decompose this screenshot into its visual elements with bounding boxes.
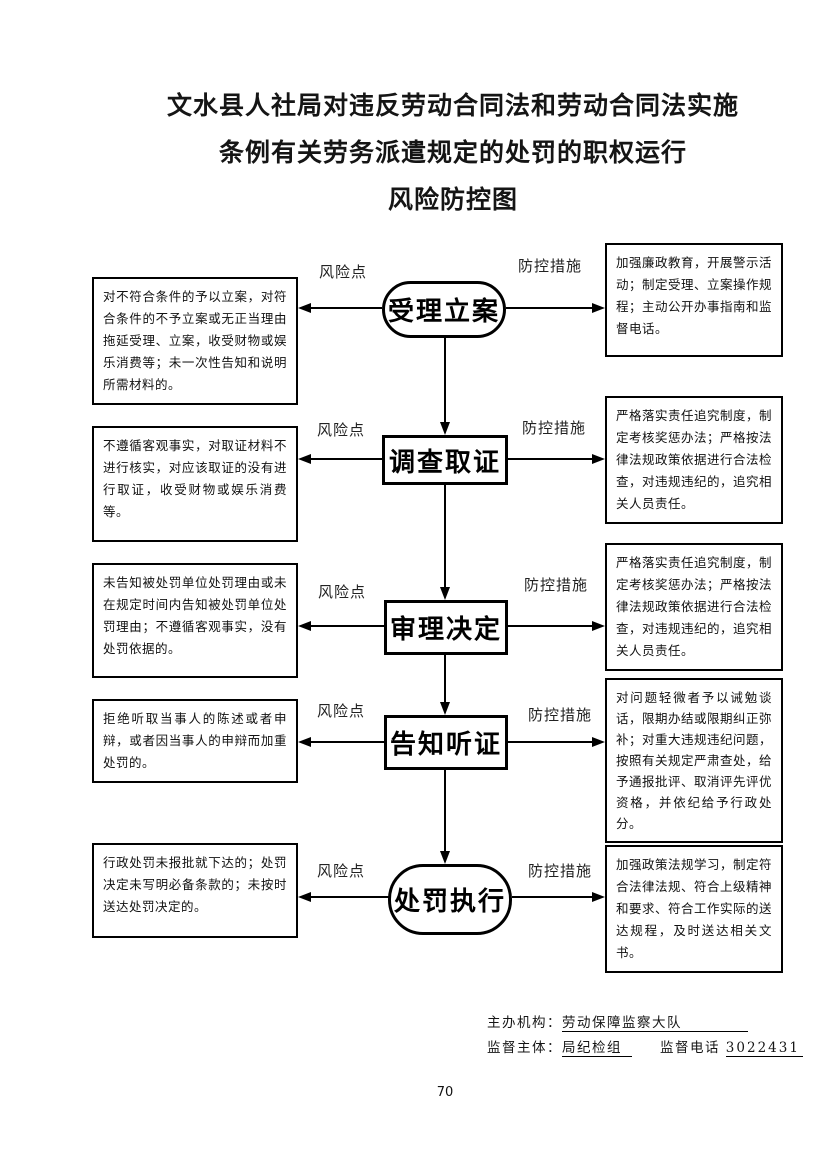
measure-arrow-line-4 bbox=[508, 741, 592, 743]
arrowhead-left-1 bbox=[298, 303, 311, 313]
arrowhead-right-2 bbox=[592, 454, 605, 464]
risk-arrow-line-2 bbox=[311, 458, 382, 460]
arrowhead-down-3 bbox=[440, 702, 450, 715]
supervisor-label: 监督主体： bbox=[487, 1040, 562, 1056]
flow-connector-3 bbox=[444, 655, 446, 702]
risk-point-label-2: 风险点 bbox=[317, 421, 366, 439]
measure-label-3: 防控措施 bbox=[524, 576, 589, 594]
phone-label: 监督电话 bbox=[660, 1040, 720, 1056]
stage-node-3: 审理决定 bbox=[384, 600, 508, 655]
risk-point-label-5: 风险点 bbox=[317, 862, 366, 880]
arrowhead-right-3 bbox=[592, 621, 605, 631]
stage-node-5: 处罚执行 bbox=[388, 864, 512, 935]
arrowhead-left-3 bbox=[298, 621, 311, 631]
measure-arrow-line-5 bbox=[512, 896, 592, 898]
page-title: 文水县人社局对违反劳动合同法和劳动合同法实施 条例有关劳务派遣规定的处罚的职权运… bbox=[88, 82, 818, 223]
risk-box-3: 未告知被处罚单位处罚理由或未在规定时间内告知被处罚单位处罚理由；不遵循客观事实，… bbox=[92, 563, 298, 678]
arrowhead-left-4 bbox=[298, 737, 311, 747]
stage-node-1: 受理立案 bbox=[382, 281, 506, 338]
risk-point-label-1: 风险点 bbox=[319, 263, 368, 281]
footer-organizer-line: 主办机构：劳动保障监察大队 bbox=[487, 1011, 803, 1036]
risk-point-label-3: 风险点 bbox=[318, 583, 367, 601]
measure-label-5: 防控措施 bbox=[528, 862, 593, 880]
arrowhead-left-5 bbox=[298, 892, 311, 902]
arrowhead-right-4 bbox=[592, 737, 605, 747]
measure-box-3: 严格落实责任追究制度，制定考核奖惩办法；严格按法律法规政策依据进行合法检查，对违… bbox=[605, 543, 783, 671]
footer: 主办机构：劳动保障监察大队 监督主体：局纪检组 监督电话 3022431 bbox=[487, 1011, 803, 1061]
risk-box-1: 对不符合条件的予以立案，对符合条件的不予立案或无正当理由拖延受理、立案，收受财物… bbox=[92, 277, 298, 405]
risk-point-label-4: 风险点 bbox=[317, 702, 366, 720]
measure-label-2: 防控措施 bbox=[522, 419, 587, 437]
organizer-value: 劳动保障监察大队 bbox=[562, 1015, 748, 1032]
stage-node-4: 告知听证 bbox=[384, 715, 508, 770]
organizer-label: 主办机构： bbox=[487, 1015, 562, 1031]
title-line-3: 风险防控图 bbox=[387, 185, 518, 214]
flow-connector-1 bbox=[444, 338, 446, 422]
measure-label-4: 防控措施 bbox=[528, 706, 593, 724]
measure-arrow-line-1 bbox=[506, 307, 592, 309]
risk-arrow-line-1 bbox=[311, 307, 382, 309]
measure-box-1: 加强廉政教育，开展警示活动；制定受理、立案操作规程；主动公开办事指南和监督电话。 bbox=[605, 243, 783, 357]
arrowhead-right-1 bbox=[592, 303, 605, 313]
risk-arrow-line-4 bbox=[311, 741, 384, 743]
risk-arrow-line-3 bbox=[311, 625, 384, 627]
risk-box-4: 拒绝听取当事人的陈述或者申辩，或者因当事人的申辩而加重处罚的。 bbox=[92, 699, 298, 783]
page-number: 70 bbox=[436, 1085, 454, 1100]
measure-box-2: 严格落实责任追究制度，制定考核奖惩办法；严格按法律法规政策依据进行合法检查，对违… bbox=[605, 396, 783, 524]
measure-arrow-line-3 bbox=[508, 625, 592, 627]
arrowhead-down-1 bbox=[440, 422, 450, 435]
footer-supervisor-line: 监督主体：局纪检组 监督电话 3022431 bbox=[487, 1036, 803, 1061]
measure-box-5: 加强政策法规学习，制定符合法律法规、符合上级精神和要求、符合工作实际的送达规程，… bbox=[605, 845, 783, 973]
arrowhead-right-5 bbox=[592, 892, 605, 902]
supervisor-value: 局纪检组 bbox=[562, 1040, 632, 1057]
stage-node-2: 调查取证 bbox=[382, 435, 508, 485]
measure-label-1: 防控措施 bbox=[518, 257, 583, 275]
risk-box-5: 行政处罚未报批就下达的；处罚决定未写明必备条款的；未按时送达处罚决定的。 bbox=[92, 843, 298, 938]
arrowhead-left-2 bbox=[298, 454, 311, 464]
flow-connector-4 bbox=[444, 770, 446, 851]
risk-arrow-line-5 bbox=[311, 896, 389, 898]
risk-box-2: 不遵循客观事实，对取证材料不进行核实，对应该取证的没有进行取证，收受财物或娱乐消… bbox=[92, 426, 298, 542]
measure-arrow-line-2 bbox=[508, 458, 592, 460]
flow-connector-2 bbox=[444, 485, 446, 587]
title-line-1: 文水县人社局对违反劳动合同法和劳动合同法实施 bbox=[166, 91, 739, 120]
measure-box-4: 对问题轻微者予以诫勉谈话，限期办结或限期纠正弥补；对重大违规违纪问题，按照有关规… bbox=[605, 678, 783, 843]
phone-number: 3022431 bbox=[725, 1040, 803, 1057]
arrowhead-down-2 bbox=[440, 587, 450, 600]
arrowhead-down-4 bbox=[440, 851, 450, 864]
title-line-2: 条例有关劳务派遣规定的处罚的职权运行 bbox=[218, 138, 687, 167]
